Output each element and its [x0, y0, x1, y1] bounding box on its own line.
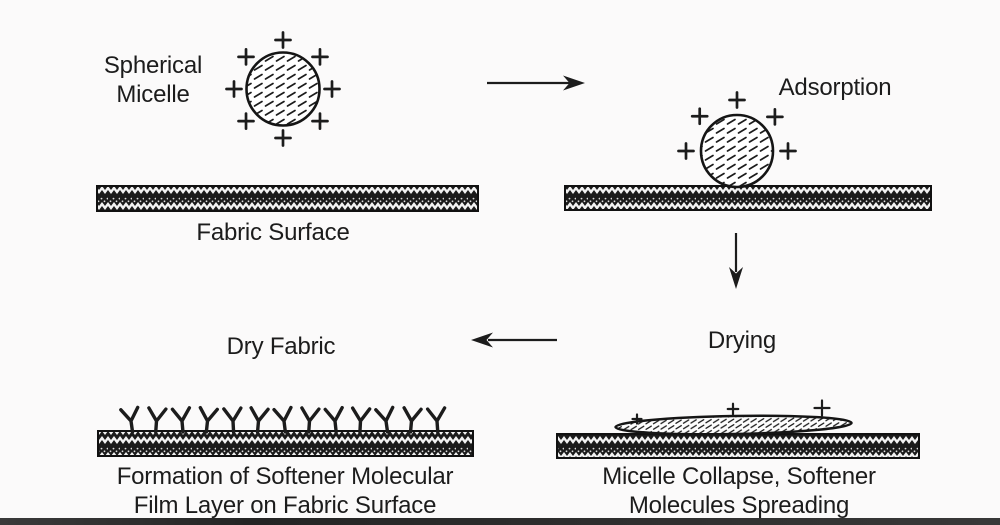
plus-charge-icon: [766, 108, 784, 126]
plus-charge-icon: [779, 142, 797, 160]
softener-molecule-icon: [272, 405, 293, 434]
softener-molecule-icon: [119, 405, 140, 434]
plus-charge-icon: [728, 91, 746, 109]
softener-molecule-icon: [374, 405, 395, 434]
stage-dry-fabric: [97, 405, 474, 457]
plus-charge-icon: [323, 80, 341, 98]
adsorption-label: Adsorption: [778, 74, 892, 101]
adsorbed-micelle-icon: [699, 113, 775, 189]
softener-molecule-icon: [249, 406, 270, 434]
softener-molecule-icon: [402, 406, 423, 434]
fabric-surface-bar: [96, 185, 479, 212]
fabric-surface-bar: [97, 430, 474, 457]
plus-charge-icon: [726, 402, 740, 416]
plus-charge-icon: [311, 48, 329, 66]
softener-molecule-icon: [198, 405, 219, 434]
arrow-down-icon: [729, 233, 743, 289]
plus-charge-icon: [237, 48, 255, 66]
plus-charge-icon: [631, 413, 643, 425]
fabric-surface-bar: [564, 185, 932, 211]
plus-charge-icon: [677, 142, 695, 160]
micelle-collapse-caption: Micelle Collapse, Softener Molecules Spr…: [602, 463, 876, 519]
plus-charge-icon: [813, 399, 831, 417]
softener-film-layer: [119, 405, 447, 434]
micelle-sphere-icon: [245, 51, 321, 127]
film-formation-caption: Formation of Softener Molecular Film Lay…: [116, 463, 454, 519]
collapsed-micelle-icon: [614, 414, 853, 436]
plus-charge-icon: [274, 129, 292, 147]
plus-charge-icon: [311, 112, 329, 130]
fabric-surface-bar: [556, 433, 920, 459]
softener-molecule-icon: [170, 406, 192, 434]
dry-fabric-label: Dry Fabric: [226, 333, 336, 360]
fabric-surface-label: Fabric Surface: [196, 219, 350, 246]
plus-charge-icon: [225, 80, 243, 98]
stage-adsorption: [564, 91, 932, 211]
micelle-charge-ring: [225, 31, 341, 147]
stage-spherical-micelle: [96, 31, 479, 212]
plus-charge-icon: [690, 107, 709, 126]
softener-molecule-icon: [300, 406, 321, 434]
drying-label: Drying: [707, 327, 777, 354]
stage-micelle-collapse: [556, 399, 920, 459]
arrow-right-icon: [487, 75, 585, 91]
plus-charge-icon: [274, 31, 292, 49]
arrow-left-icon: [471, 332, 557, 348]
plus-charge-icon: [237, 112, 255, 130]
softener-molecule-icon: [425, 406, 447, 434]
micelle-charge-ring: [677, 91, 797, 160]
softener-molecule-icon: [350, 406, 372, 434]
softener-molecule-icon: [323, 405, 344, 434]
spherical-micelle-label: Spherical Micelle: [103, 52, 203, 108]
softener-molecule-icon: [222, 406, 243, 434]
softener-molecule-icon: [147, 406, 168, 434]
collapsed-micelle-charges: [631, 399, 831, 425]
scan-edge-bar: [0, 518, 1000, 525]
